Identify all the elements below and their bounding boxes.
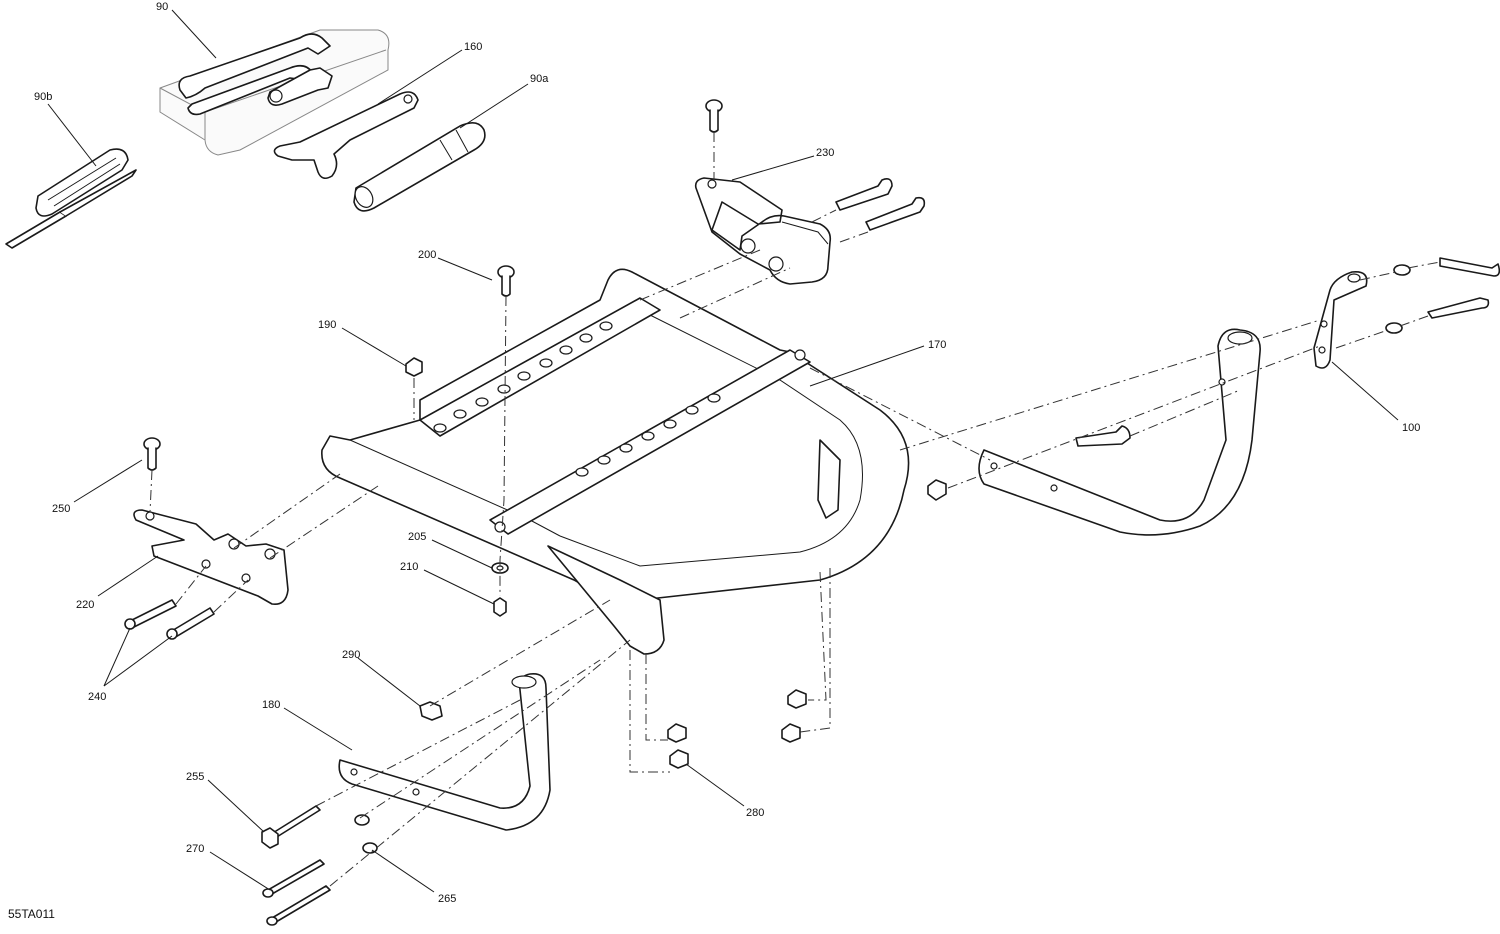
callout-280: 280 — [746, 807, 764, 819]
drawing-reference-code: 55TA011 — [8, 907, 55, 921]
handle-right — [978, 328, 1261, 536]
callout-190: 190 — [318, 319, 336, 331]
bolts-right — [1075, 257, 1500, 447]
callout-100: 100 — [1402, 422, 1420, 434]
main-frame-170 — [321, 268, 910, 601]
hinge-pins — [835, 178, 926, 231]
callout-170: 170 — [928, 339, 946, 351]
callout-255: 255 — [186, 771, 204, 783]
socket-wrench-90a — [353, 122, 486, 212]
nuts-280 — [667, 689, 807, 769]
assembly-lines — [149, 132, 1441, 887]
screw-top-230 — [705, 99, 723, 133]
bolt-210 — [493, 597, 507, 617]
callout-220: 220 — [76, 599, 94, 611]
callout-160: 160 — [464, 41, 482, 53]
callout-270: 270 — [186, 843, 204, 855]
leader-lines — [47, 9, 1399, 893]
callout-90: 90 — [156, 1, 168, 13]
callout-200: 200 — [418, 249, 436, 261]
callout-210: 210 — [400, 561, 418, 573]
callout-205: 205 — [408, 531, 426, 543]
washer-205 — [491, 562, 509, 574]
nut-290 — [419, 701, 443, 721]
handle-left-180 — [338, 672, 551, 831]
frame-holes — [433, 321, 721, 477]
spanner-160 — [273, 91, 419, 180]
callout-290: 290 — [342, 649, 360, 661]
screw-200 — [497, 265, 515, 297]
hinge-bracket-230 — [694, 177, 832, 285]
callout-250: 250 — [52, 503, 70, 515]
frame-mount-bracket — [547, 439, 841, 655]
callout-90b: 90b — [34, 91, 52, 103]
wrench-tools — [178, 33, 333, 116]
washers-265 — [354, 814, 378, 854]
nut-right — [927, 479, 947, 501]
callout-265: 265 — [438, 893, 456, 905]
callout-90a: 90a — [530, 73, 549, 85]
bolts-270 — [262, 859, 331, 926]
screw-250 — [143, 437, 161, 471]
bracket-220 — [133, 509, 289, 606]
callout-180: 180 — [262, 699, 280, 711]
callout-labels: 90 90b 160 90a 230 200 190 170 100 250 2… — [34, 1, 1420, 905]
screwdriver-icon — [5, 148, 137, 249]
bolt-255 — [261, 805, 321, 849]
nut-190 — [405, 357, 423, 377]
callout-230: 230 — [816, 147, 834, 159]
callout-240: 240 — [88, 691, 106, 703]
bracket-100 — [1313, 270, 1368, 369]
pins-240 — [124, 599, 215, 640]
